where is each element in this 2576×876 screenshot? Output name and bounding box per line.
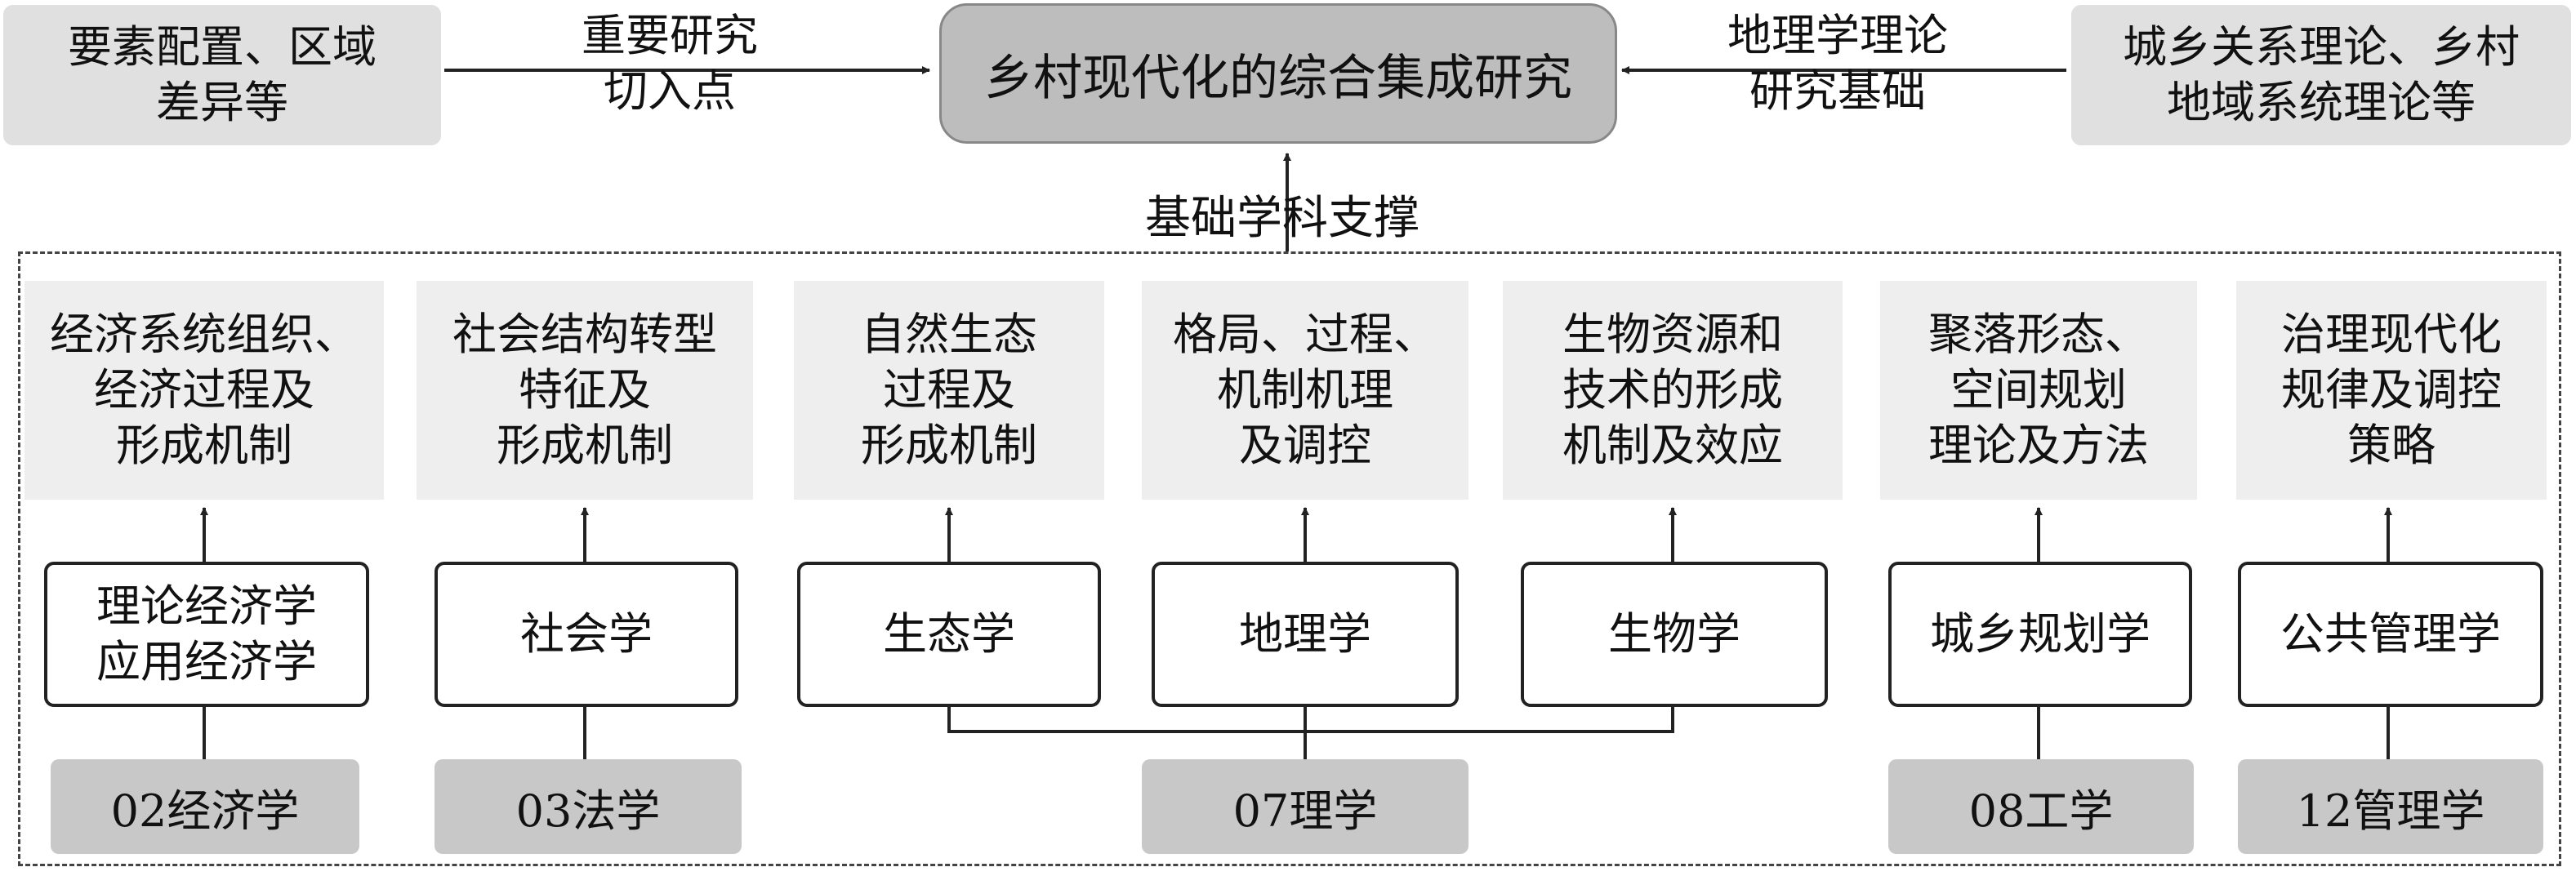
discipline-box-3: 生态学	[797, 562, 1101, 707]
center-box-label: 乡村现代化的综合集成研究	[984, 49, 1572, 107]
top-right-box: 城乡关系理论、乡村 地域系统理论等	[2071, 5, 2571, 145]
discipline-box-6: 城乡规划学	[1888, 562, 2192, 707]
topic-box-4: 格局、过程、 机制机理 及调控	[1142, 281, 1468, 500]
category-label-2: 03法学	[515, 785, 661, 837]
topic-label-3: 自然生态 过程及 形成机制	[861, 309, 1037, 471]
topic-label-2: 社会结构转型 特征及 形成机制	[452, 309, 717, 471]
discipline-label-3: 生态学	[883, 608, 1015, 660]
top-right-arrow-label: 地理学理论 研究基础	[1727, 10, 1948, 117]
discipline-box-2: 社会学	[435, 562, 738, 707]
support-label: 基础学科支撑	[1145, 192, 1419, 245]
topic-label-1: 经济系统组织、 经济过程及 形成机制	[50, 309, 359, 471]
topic-box-6: 聚落形态、 空间规划 理论及方法	[1880, 281, 2197, 500]
discipline-box-5: 生物学	[1521, 562, 1828, 707]
topic-label-5: 生物资源和 技术的形成 机制及效应	[1562, 309, 1783, 471]
topic-box-7: 治理现代化 规律及调控 策略	[2236, 281, 2547, 500]
disciplines-frame	[18, 251, 2561, 866]
discipline-box-7: 公共管理学	[2238, 562, 2543, 707]
discipline-label-6: 城乡规划学	[1930, 608, 2150, 660]
topic-label-7: 治理现代化 规律及调控 策略	[2281, 309, 2502, 471]
category-label-3: 07理学	[1232, 785, 1378, 837]
category-label-5: 12管理学	[2296, 785, 2485, 837]
discipline-box-1: 理论经济学 应用经济学	[44, 562, 369, 707]
line-cat3-bracket	[947, 707, 1674, 733]
discipline-label-2: 社会学	[520, 608, 653, 660]
topic-box-1: 经济系统组织、 经济过程及 形成机制	[25, 281, 384, 500]
discipline-label-7: 公共管理学	[2280, 608, 2501, 660]
category-label-4: 08工学	[1968, 785, 2114, 837]
discipline-label-1: 理论经济学 应用经济学	[96, 580, 317, 687]
category-box-1: 02经济学	[51, 759, 359, 854]
category-box-3: 07理学	[1142, 759, 1468, 854]
category-label-1: 02经济学	[110, 785, 300, 837]
discipline-label-5: 生物学	[1608, 608, 1740, 660]
topic-box-3: 自然生态 过程及 形成机制	[794, 281, 1104, 500]
top-left-box-label: 要素配置、区域 差异等	[68, 21, 377, 128]
top-left-arrow-label: 重要研究 切入点	[582, 10, 758, 117]
discipline-label-4: 地理学	[1239, 608, 1371, 660]
center-box: 乡村现代化的综合集成研究	[939, 3, 1617, 144]
topic-label-6: 聚落形态、 空间规划 理论及方法	[1928, 309, 2149, 471]
topic-box-5: 生物资源和 技术的形成 机制及效应	[1503, 281, 1843, 500]
topic-box-2: 社会结构转型 特征及 形成机制	[417, 281, 753, 500]
top-left-box: 要素配置、区域 差异等	[3, 5, 441, 145]
top-right-box-label: 城乡关系理论、乡村 地域系统理论等	[2123, 21, 2520, 128]
category-box-4: 08工学	[1888, 759, 2194, 854]
discipline-box-4: 地理学	[1152, 562, 1459, 707]
topic-label-4: 格局、过程、 机制机理 及调控	[1173, 309, 1437, 471]
category-box-2: 03法学	[435, 759, 742, 854]
category-box-5: 12管理学	[2238, 759, 2543, 854]
